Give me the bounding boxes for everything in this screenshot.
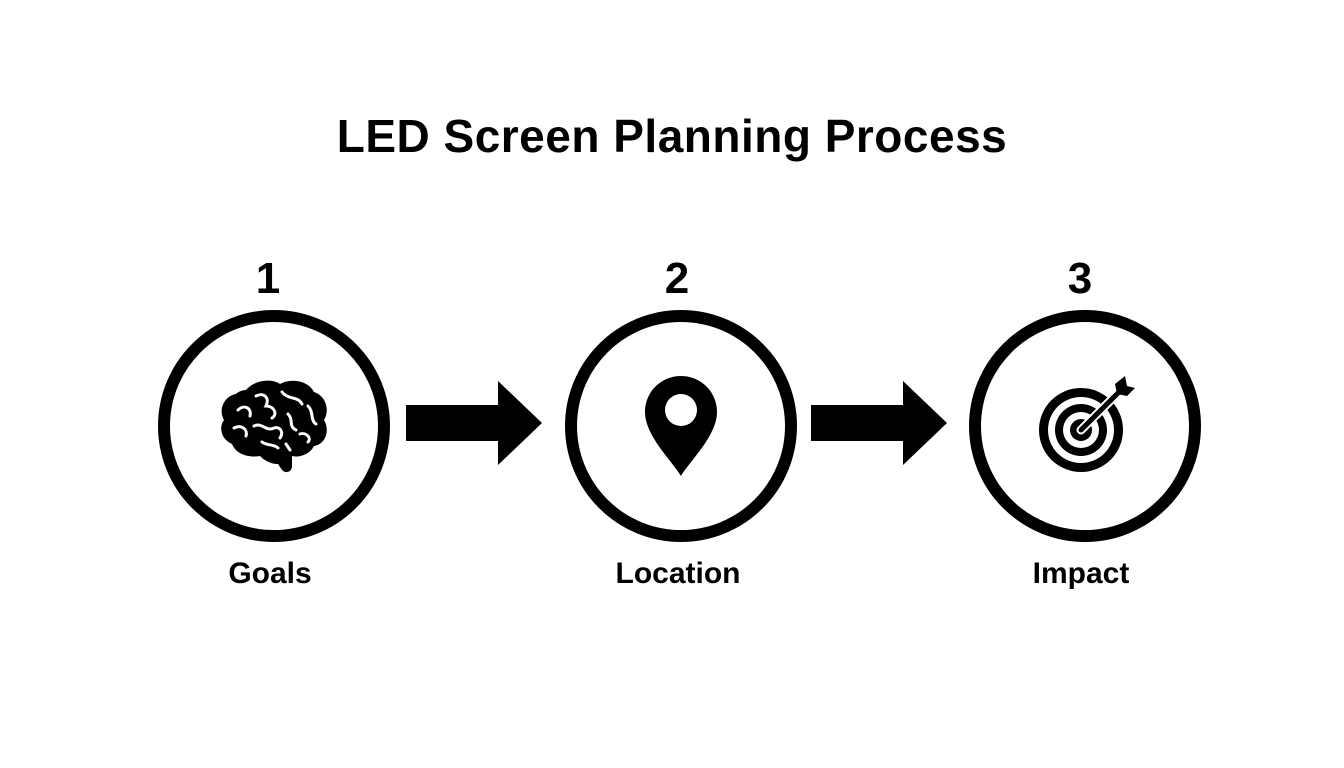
map-pin-icon — [645, 376, 717, 476]
step-label-location: Location — [615, 557, 741, 590]
step-circle-goals — [158, 310, 390, 542]
diagram-title: LED Screen Planning Process — [336, 110, 1008, 162]
step-number-3: 3 — [1067, 254, 1093, 303]
target-icon — [1039, 376, 1135, 472]
brain-icon — [221, 380, 327, 473]
step-label-impact: Impact — [1032, 557, 1130, 590]
step-label-goals: Goals — [228, 557, 312, 590]
arrow-right-icon — [406, 381, 542, 465]
arrow-right-icon — [811, 381, 947, 465]
step-number-1: 1 — [255, 254, 281, 303]
step-number-2: 2 — [664, 254, 690, 303]
step-circle-impact — [969, 310, 1201, 542]
step-circle-location — [565, 310, 797, 542]
